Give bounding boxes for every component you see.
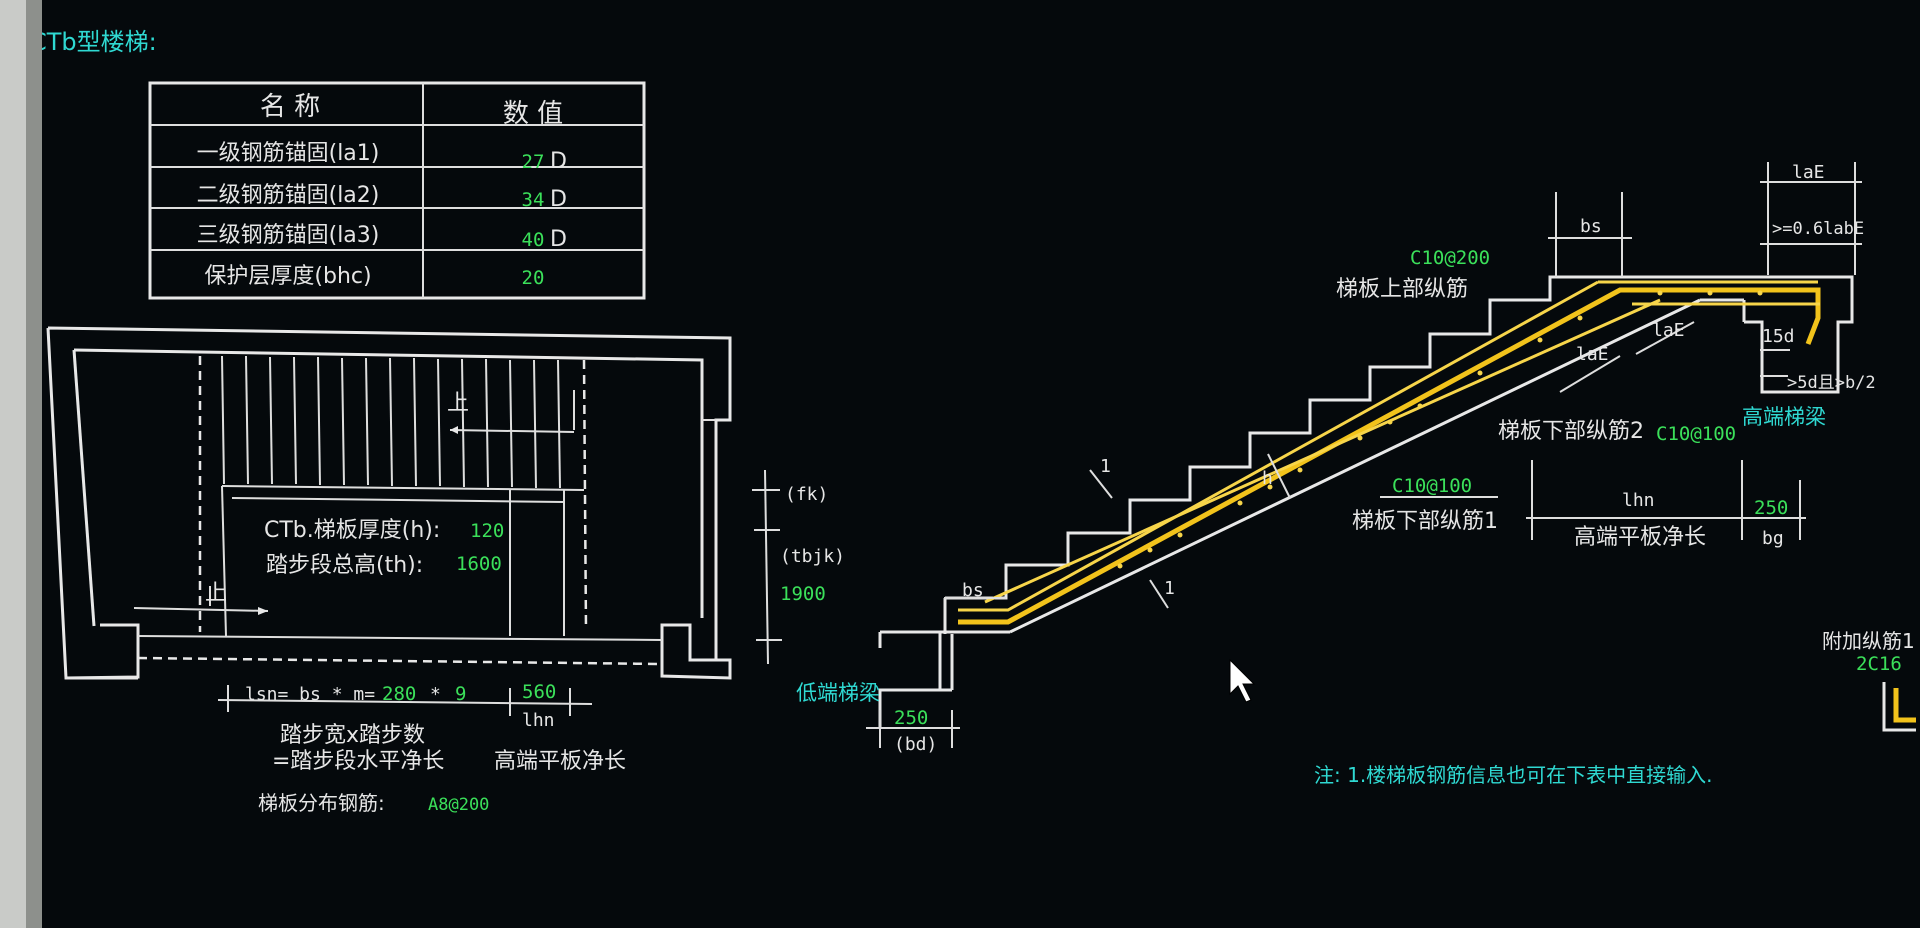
- section-bs-top: bs: [1580, 216, 1602, 237]
- lhn-label: lhn: [522, 710, 555, 731]
- high-end-beam-label: 高端梯梁: [1742, 405, 1826, 429]
- laE-label-b: laE: [1652, 320, 1685, 341]
- table-header-value: 数 值: [503, 99, 563, 129]
- bd-value[interactable]: 250: [894, 707, 928, 729]
- distribution-rebar-label: 梯板分布钢筋:: [258, 791, 385, 815]
- slope-mark: 1: [1164, 578, 1175, 599]
- table-row-value[interactable]: 40: [522, 229, 545, 251]
- section-bs-bottom: bs: [962, 580, 984, 601]
- lsn-formula: lsn= bs * m=: [245, 684, 375, 705]
- note-text: 注: 1.楼梯板钢筋信息也可在下表中直接输入.: [1314, 763, 1713, 787]
- bottom-rebar-2-spec[interactable]: C10@100: [1656, 423, 1736, 445]
- slab-h-label: h: [1262, 468, 1273, 489]
- table-row-value[interactable]: 34: [522, 189, 545, 211]
- table-row-name: 保护层厚度(bhc): [204, 264, 371, 289]
- bg-label: bg: [1762, 528, 1784, 549]
- step-height-label: 踏步段总高(th):: [266, 553, 423, 578]
- plan-up-arrow-label: 上: [205, 581, 227, 606]
- bg-value[interactable]: 250: [1754, 497, 1788, 519]
- step-height-value[interactable]: 1600: [456, 553, 502, 575]
- bottom-rebar-1-spec[interactable]: C10@100: [1392, 475, 1472, 497]
- fk-label: (fk): [785, 484, 828, 505]
- plan-up-arrow-label: 上: [447, 391, 469, 416]
- bd-label: (bd): [894, 734, 937, 755]
- parameter-table: 名 称 数 值 一级钢筋锚固(la1) 27 D 二级钢筋锚固(la2) 34 …: [148, 81, 646, 300]
- d5-label: >5d且>b/2: [1787, 373, 1876, 393]
- tbjk-label: (tbjk): [780, 546, 845, 567]
- d15-label: 15d: [1762, 326, 1795, 347]
- slope-mark: 1: [1100, 456, 1111, 477]
- plan-caption-3: 高端平板净长: [494, 749, 626, 774]
- extra-rebar-spec[interactable]: 2C16: [1856, 653, 1902, 675]
- plan-caption-2: =踏步段水平净长: [272, 749, 444, 774]
- table-row-name: 三级钢筋锚固(la3): [197, 223, 380, 248]
- slab-thickness-label: CTb.梯板厚度(h):: [264, 518, 440, 543]
- top-rebar-label: 梯板上部纵筋: [1336, 277, 1468, 302]
- cad-canvas[interactable]: CTb型楼梯: 名 称 数 值 一级钢筋锚固(la1) 27 D 二级钢筋锚固(…: [42, 0, 1920, 928]
- laE-top-label: laE: [1792, 162, 1825, 183]
- table-row-value[interactable]: 27: [522, 151, 545, 173]
- times-sign: *: [430, 684, 441, 705]
- table-row-value[interactable]: 20: [522, 267, 545, 289]
- window-left-edge: [0, 0, 26, 928]
- table-row-unit: D: [550, 187, 567, 212]
- top-rebar-spec[interactable]: C10@200: [1410, 247, 1490, 269]
- bottom-rebar-2-label: 梯板下部纵筋2: [1498, 419, 1644, 444]
- low-end-beam-label: 低端梯梁: [796, 681, 880, 705]
- tbjk-value[interactable]: 1900: [780, 583, 826, 605]
- distribution-rebar-value[interactable]: A8@200: [428, 795, 489, 815]
- table-row-unit: D: [550, 149, 567, 174]
- drawing: CTb型楼梯: 名 称 数 值 一级钢筋锚固(la1) 27 D 二级钢筋锚固(…: [42, 28, 1916, 815]
- bottom-rebar-1-label: 梯板下部纵筋1: [1352, 509, 1498, 534]
- laE-label-a: laE: [1576, 344, 1609, 365]
- section-lhn-label: lhn: [1622, 490, 1655, 511]
- laE-06-label: >=0.6labE: [1772, 219, 1864, 239]
- table-row-name: 一级钢筋锚固(la1): [197, 141, 380, 166]
- table-header-name: 名 称: [260, 92, 320, 122]
- lhn-value[interactable]: 560: [522, 681, 556, 703]
- plan-caption-1: 踏步宽x踏步数: [280, 723, 425, 748]
- mouse-cursor-icon: [1229, 658, 1256, 703]
- stair-section-view: bs laE >=0.6labE 15d >5d且>b/2 高端梯梁 C10@2…: [796, 162, 1916, 787]
- high-slab-length-label: 高端平板净长: [1574, 525, 1706, 550]
- table-row-unit: D: [550, 227, 567, 252]
- window-frame: [26, 0, 42, 928]
- slab-thickness-value[interactable]: 120: [470, 520, 504, 542]
- table-row-name: 二级钢筋锚固(la2): [197, 183, 380, 208]
- drawing-title: CTb型楼梯:: [42, 28, 157, 56]
- extra-rebar-label: 附加纵筋1: [1822, 629, 1915, 653]
- tread-width-value[interactable]: 280: [382, 683, 416, 705]
- step-count-value[interactable]: 9: [455, 683, 466, 705]
- stair-plan-view: 上 上 CTb.梯板厚度(h): 120 踏步段总高(th): 1600 (fk…: [46, 326, 845, 815]
